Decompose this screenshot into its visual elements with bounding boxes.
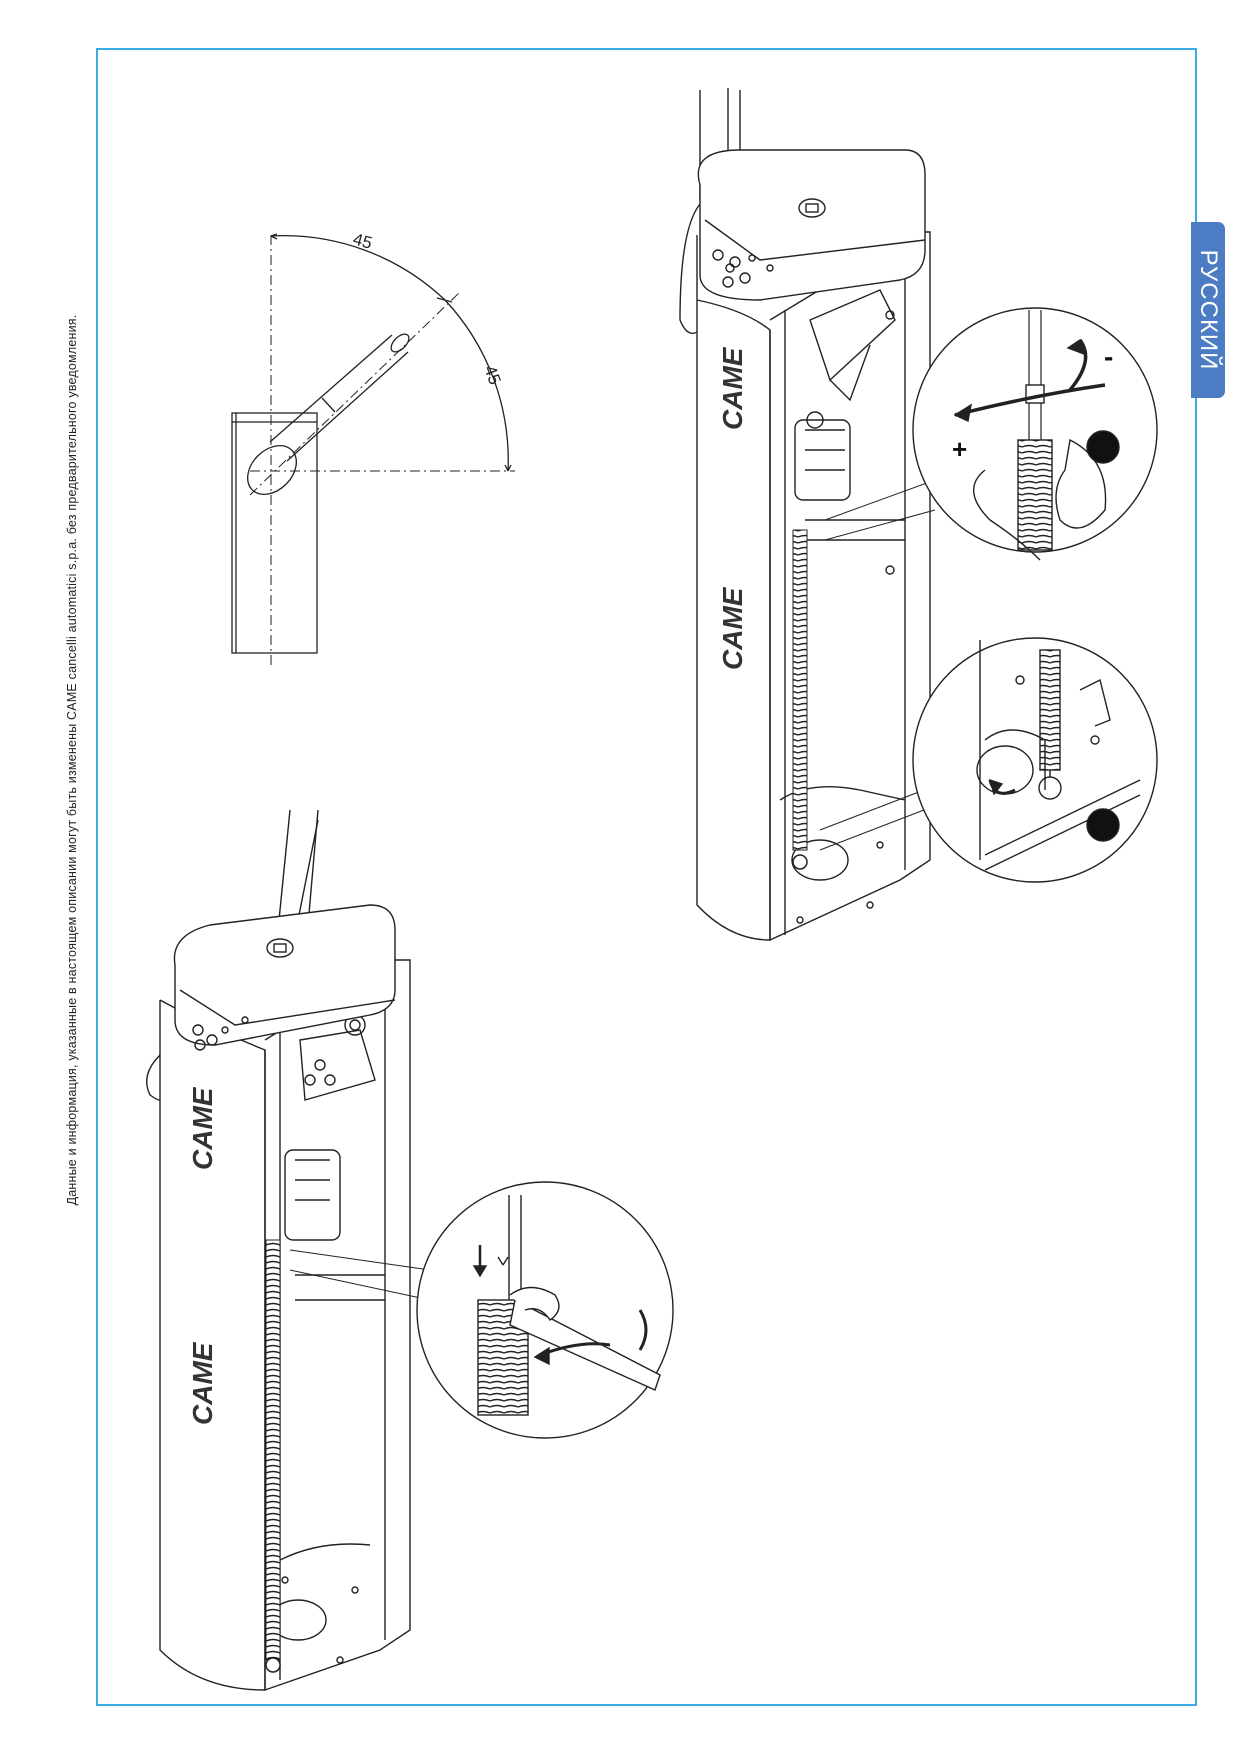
- spring-right: [792, 529, 808, 851]
- language-tab[interactable]: РУССКИЙ: [1191, 222, 1225, 398]
- detail-spring-tension: [912, 307, 1158, 561]
- spring-eye-right: [792, 854, 808, 870]
- angle-diagram: [231, 233, 515, 665]
- detail-spring-hook: [912, 637, 1158, 883]
- spring-left: [265, 1239, 281, 1661]
- came-logo: CAME: [717, 346, 748, 430]
- barrier-arm-raised: [247, 333, 410, 495]
- angle-label-bottom: 45: [480, 363, 504, 387]
- detail-wrench-lock: [416, 1181, 674, 1439]
- loosen-sign: -: [1104, 341, 1113, 372]
- angle-guides: [249, 235, 515, 665]
- came-logo: CAME: [187, 1341, 218, 1425]
- came-logo: CAME: [717, 586, 748, 670]
- page-frame: [96, 48, 1197, 1706]
- angle-label-top: 45: [351, 230, 374, 253]
- tighten-sign: +: [952, 434, 967, 464]
- detail-callout-left: [289, 1249, 431, 1301]
- spring-eye-left: [265, 1657, 281, 1673]
- barrier-post-right: [679, 88, 931, 941]
- angle-arcs: [270, 233, 512, 472]
- came-logo: CAME: [187, 1086, 218, 1170]
